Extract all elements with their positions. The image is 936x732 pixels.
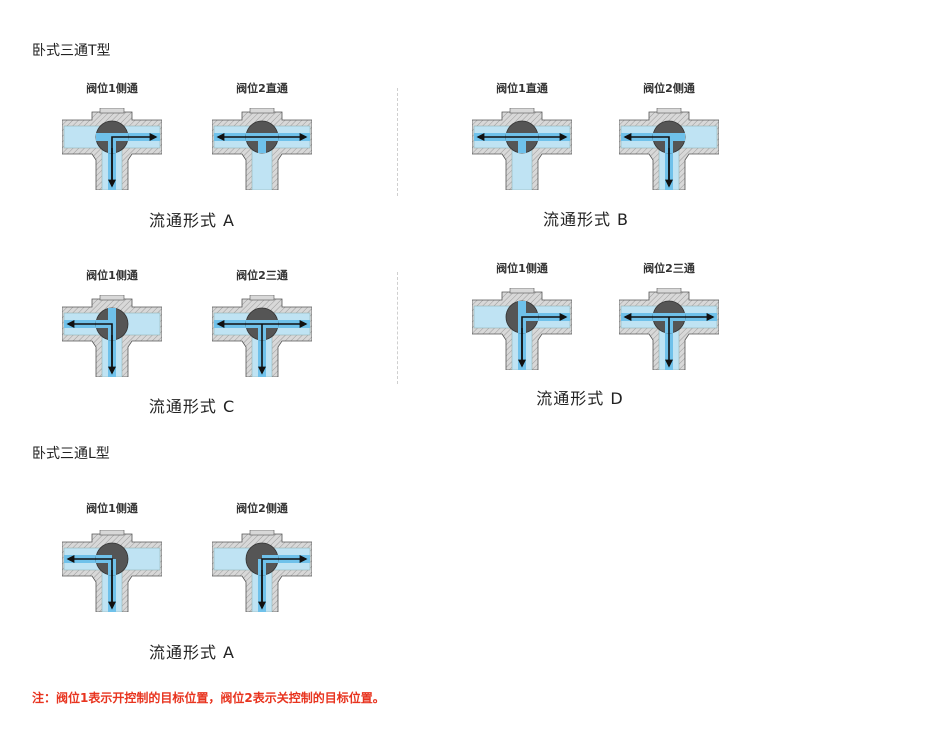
section-title-l-type: 卧式三通L型 — [32, 446, 110, 462]
valve-diagram-t-b-2 — [619, 108, 719, 190]
valve-label-t-a-2: 阀位2直通 — [236, 82, 288, 95]
column-divider-middle — [397, 272, 398, 384]
valve-diagram-t-b-1 — [472, 108, 572, 190]
valve-label-t-d-1: 阀位1侧通 — [496, 262, 548, 275]
valve-diagram-t-c-1 — [62, 295, 162, 377]
valve-diagram-t-a-2 — [212, 108, 312, 190]
valve-label-l-a-2: 阀位2侧通 — [236, 502, 288, 515]
valve-label-t-a-1: 阀位1侧通 — [86, 82, 138, 95]
valve-cap — [509, 288, 535, 294]
valve-label-t-b-1: 阀位1直通 — [496, 82, 548, 95]
caption-t-b: 流通形式 B — [542, 210, 630, 229]
ball-passage-bottom — [518, 137, 526, 153]
footnote: 注：阀位1表示开控制的目标位置，阀位2表示关控制的目标位置。 — [32, 691, 385, 705]
ball-passage-right — [669, 133, 685, 141]
valve-diagram-l-a-1 — [62, 530, 162, 612]
caption-t-d: 流通形式 D — [536, 389, 624, 408]
valve-diagram-t-a-1 — [62, 108, 162, 190]
vertical-bore — [511, 147, 533, 190]
valve-cap — [99, 295, 125, 301]
valve-label-t-c-2: 阀位2三通 — [236, 269, 288, 282]
column-divider-top — [397, 88, 398, 196]
valve-diagram-t-c-2 — [212, 295, 312, 377]
valve-label-t-d-2: 阀位2三通 — [643, 262, 695, 275]
ball-passage-left — [96, 133, 112, 141]
ball-passage-bottom — [258, 137, 266, 153]
vertical-bore — [251, 147, 273, 190]
valve-cap — [656, 108, 682, 114]
valve-label-t-b-2: 阀位2侧通 — [643, 82, 695, 95]
section-title-t-type: 卧式三通T型 — [32, 43, 111, 59]
valve-cap — [249, 295, 275, 301]
valve-cap — [99, 108, 125, 114]
valve-cap — [99, 530, 125, 536]
caption-t-a: 流通形式 A — [148, 211, 236, 230]
valve-diagram-l-a-2 — [212, 530, 312, 612]
ball-passage-top — [108, 308, 116, 324]
caption-t-c: 流通形式 C — [148, 397, 236, 416]
caption-l-a: 流通形式 A — [148, 643, 236, 662]
valve-cap — [509, 108, 535, 114]
valve-label-t-c-1: 阀位1侧通 — [86, 269, 138, 282]
valve-label-l-a-1: 阀位1侧通 — [86, 502, 138, 515]
valve-cap — [656, 288, 682, 294]
valve-cap — [249, 108, 275, 114]
valve-diagram-t-d-2 — [619, 288, 719, 370]
valve-cap — [249, 530, 275, 536]
valve-diagram-t-d-1 — [472, 288, 572, 370]
ball-passage-top — [518, 301, 526, 317]
